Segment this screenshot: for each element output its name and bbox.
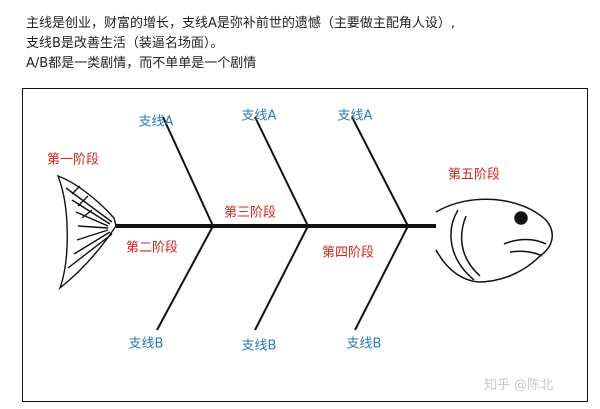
branch-a-label-1: 支线A [138,114,174,130]
branch-a-label-2: 支线A [241,108,277,124]
fish-head [435,198,553,283]
intro-line-2: 支线B是改善生活（装逼名场面）。 [26,36,224,51]
upper-bone-1 [162,116,214,227]
fish-tail [56,174,117,291]
branch-a-label-3: 支线A [337,108,373,124]
stage-label-1: 第一阶段 [46,152,100,168]
stage-label-3: 第三阶段 [223,205,277,221]
branch-b-label-3: 支线B [346,336,382,352]
intro-line-1: 主线是创业，财富的增长，支线A是弥补前世的遗憾（主要做主配角人设）, [26,16,456,31]
stage-label-2: 第二阶段 [125,240,179,256]
intro-text: 主线是创业，财富的增长，支线A是弥补前世的遗憾（主要做主配角人设）, 支线B是改… [26,14,586,74]
upper-bone-3 [351,116,409,227]
branch-b-label-1: 支线B [128,336,164,352]
intro-line-3: A/B都是一类剧情，而不单单是一个剧情 [26,56,257,71]
stage-label-5: 第五阶段 [447,167,501,183]
lower-bone-1 [156,225,214,331]
lower-bone-2 [254,225,309,331]
stage-label-4: 第四阶段 [321,245,375,261]
branch-b-label-2: 支线B [241,338,277,354]
upper-bone-2 [254,116,309,227]
lower-bone-3 [354,225,409,331]
diagram-frame [22,88,588,402]
watermark-text: 知乎 @陈北 [484,378,554,393]
